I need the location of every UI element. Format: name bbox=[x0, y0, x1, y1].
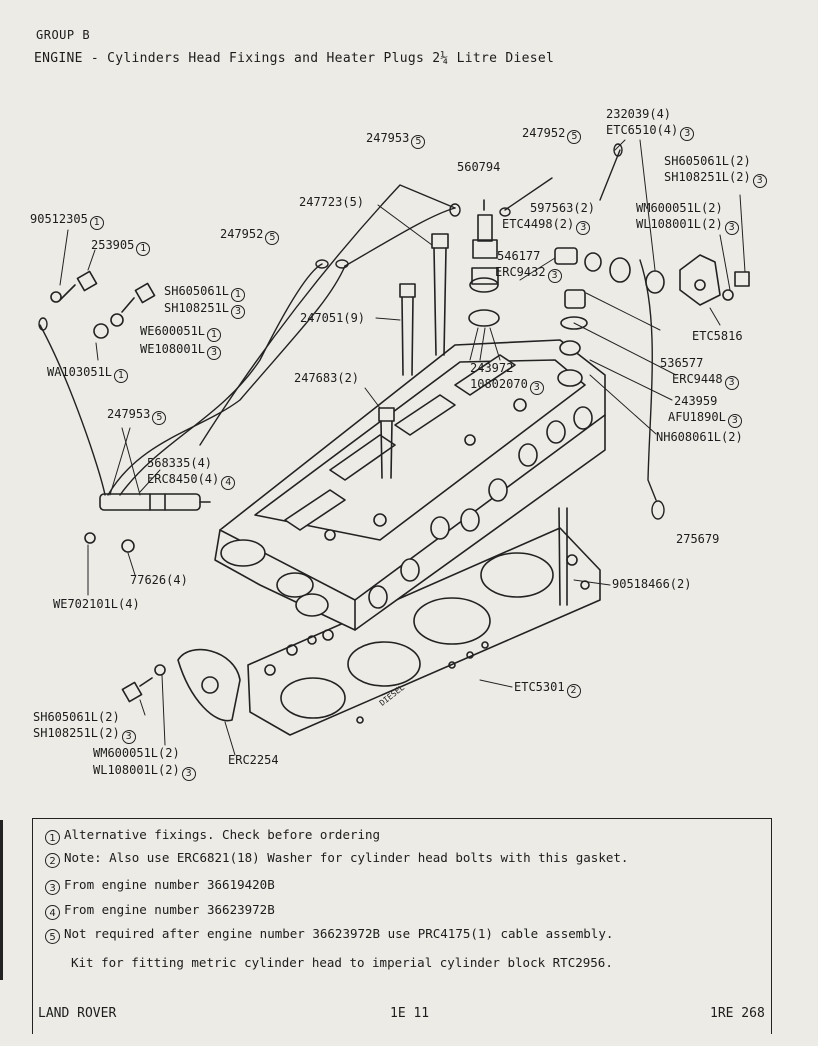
circled-5: 5 bbox=[152, 411, 167, 425]
left-margin-bar bbox=[0, 820, 3, 980]
circled-5: 5 bbox=[45, 929, 60, 944]
label-232039: 232039(4) bbox=[606, 107, 672, 121]
label-sh605061-bottom: SH605061L(2) bbox=[33, 710, 120, 724]
circled-1: 1 bbox=[45, 830, 60, 845]
label-sh108251-bottom: SH108251L(2)3 bbox=[33, 727, 136, 744]
label-597563: 597563(2) bbox=[530, 201, 596, 215]
label-90518466: 90518466(2) bbox=[612, 577, 692, 591]
circled-3: 3 bbox=[231, 305, 246, 319]
circled-3: 3 bbox=[121, 730, 136, 744]
circled-3: 3 bbox=[547, 269, 562, 283]
circled-3: 3 bbox=[529, 381, 544, 395]
label-nh608061: NH608061L(2) bbox=[656, 430, 743, 444]
circled-4: 4 bbox=[45, 905, 60, 920]
label-erc2254: ERC2254 bbox=[228, 753, 279, 767]
circled-3: 3 bbox=[752, 174, 767, 188]
label-sh108251-tr: SH108251L(2)3 bbox=[664, 171, 767, 188]
label-243972: 243972 bbox=[470, 361, 514, 375]
circled-1: 1 bbox=[231, 288, 246, 302]
head-gasket bbox=[247, 527, 601, 736]
heater-cables bbox=[38, 143, 665, 520]
circled-3: 3 bbox=[576, 221, 591, 235]
group-heading: GROUP B bbox=[36, 28, 91, 42]
label-wm600051-bottom: WM600051L(2) bbox=[93, 746, 180, 760]
label-247051: 247051(9) bbox=[300, 311, 366, 325]
circled-2: 2 bbox=[566, 684, 581, 698]
label-560794: 560794 bbox=[457, 160, 501, 174]
circled-1: 1 bbox=[89, 216, 104, 230]
label-wl108001-bottom: WL108001L(2)3 bbox=[93, 764, 196, 781]
label-77626: 77626(4) bbox=[130, 573, 188, 587]
fittings-right bbox=[554, 247, 750, 330]
label-etc6510: ETC6510(4)3 bbox=[606, 124, 695, 141]
label-243959: 243959 bbox=[674, 394, 718, 408]
cylinder-head bbox=[214, 339, 606, 631]
circled-1: 1 bbox=[114, 369, 129, 383]
circled-3: 3 bbox=[680, 127, 695, 141]
circled-2: 2 bbox=[45, 853, 60, 868]
circled-3: 3 bbox=[724, 221, 739, 235]
leader-lines bbox=[59, 139, 746, 756]
label-wm600051-tr: WM600051L(2) bbox=[636, 201, 723, 215]
label-etc5816: ETC5816 bbox=[692, 329, 743, 343]
circled-3: 3 bbox=[207, 346, 222, 360]
head-bolts bbox=[378, 233, 568, 606]
fixings-left bbox=[50, 270, 156, 553]
circled-5: 5 bbox=[411, 135, 426, 149]
circled-3: 3 bbox=[724, 376, 739, 390]
page-title: ENGINE - Cylinders Head Fixings and Heat… bbox=[34, 51, 555, 66]
circled-1: 1 bbox=[207, 328, 222, 342]
label-erc8450: ERC8450(4)4 bbox=[147, 473, 236, 490]
circled-3: 3 bbox=[181, 767, 196, 781]
circled-1: 1 bbox=[136, 242, 151, 256]
label-247723: 247723(5) bbox=[299, 195, 365, 209]
label-sh605061-tr: SH605061L(2) bbox=[664, 154, 751, 168]
label-275679: 275679 bbox=[676, 532, 720, 546]
footer-page-number: 1E 11 bbox=[390, 1006, 430, 1021]
label-247683: 247683(2) bbox=[294, 371, 360, 385]
footer-reference: 1RE 268 bbox=[710, 1006, 765, 1021]
fixings-bottom bbox=[121, 648, 241, 722]
circled-4: 4 bbox=[221, 476, 236, 490]
label-etc4498: ETC4498(2)3 bbox=[502, 218, 591, 235]
label-wl108001-tr: WL108001L(2)3 bbox=[636, 218, 739, 235]
label-we702101: WE702101L(4) bbox=[53, 597, 140, 611]
circled-3: 3 bbox=[45, 880, 60, 895]
circled-5: 5 bbox=[567, 130, 582, 144]
label-536577: 536577 bbox=[660, 356, 704, 370]
kit-note: Kit for fitting metric cylinder head to … bbox=[71, 955, 613, 970]
label-568335: 568335(4) bbox=[147, 456, 213, 470]
injector-assembly bbox=[99, 199, 500, 511]
circled-3: 3 bbox=[727, 414, 742, 428]
footer-brand: LAND ROVER bbox=[38, 1006, 117, 1021]
label-546177: 546177 bbox=[497, 249, 541, 263]
circled-5: 5 bbox=[265, 231, 280, 245]
